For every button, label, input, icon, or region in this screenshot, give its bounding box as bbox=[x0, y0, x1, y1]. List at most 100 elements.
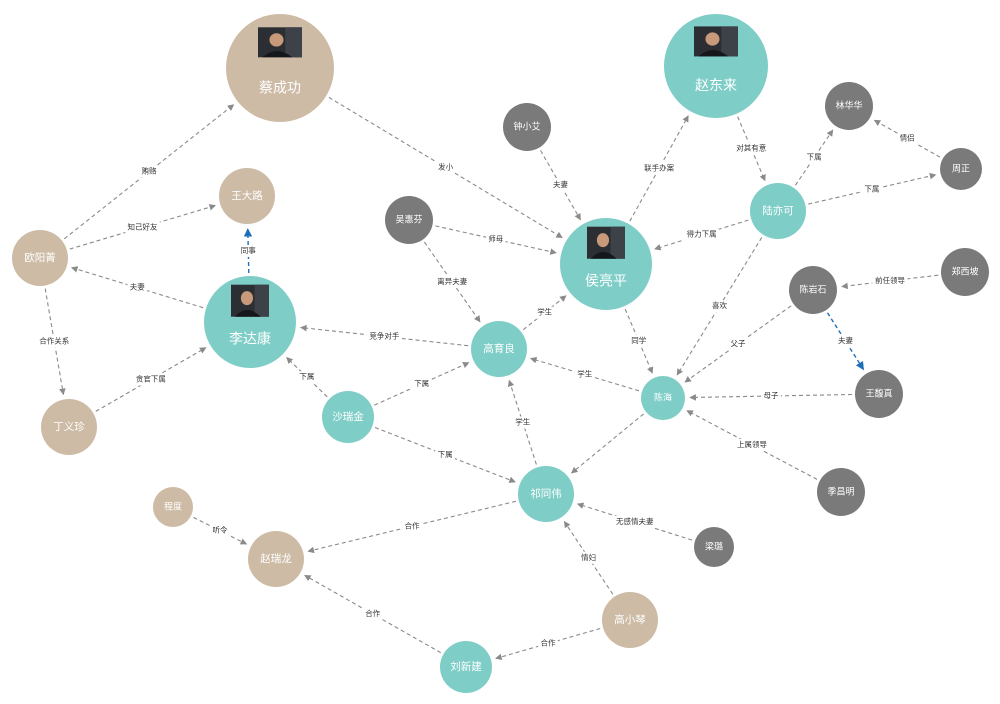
node-circle[interactable] bbox=[825, 82, 873, 130]
edge-label-bg bbox=[684, 228, 720, 241]
node-circle[interactable] bbox=[226, 14, 334, 122]
edge-houliangping-chenhai[interactable] bbox=[624, 308, 654, 374]
node-zhengxipo[interactable]: 郑西坡 bbox=[941, 248, 989, 296]
edge-label: 父子 bbox=[731, 339, 746, 348]
edge-liangjing-qitongwei[interactable] bbox=[576, 502, 693, 541]
edge-zhaodonglai-luyike[interactable] bbox=[737, 116, 766, 182]
edge-label: 合作关系 bbox=[39, 336, 69, 346]
node-liangjing[interactable]: 梁璐 bbox=[694, 527, 734, 567]
node-shaduijin[interactable]: 沙瑞金 bbox=[322, 391, 374, 443]
portrait-photo-icon bbox=[587, 226, 625, 259]
node-circle[interactable] bbox=[941, 248, 989, 296]
edge-label: 对其有意 bbox=[736, 143, 766, 153]
node-chengdu[interactable]: 程度 bbox=[153, 487, 193, 527]
edge-label-bg bbox=[641, 162, 677, 175]
edge-label-bg bbox=[36, 335, 72, 348]
edge-label: 母子 bbox=[764, 391, 779, 400]
edge-lidakang-ouyangjing[interactable] bbox=[70, 266, 204, 309]
node-label: 陈岩石 bbox=[799, 284, 826, 296]
node-luyike[interactable]: 陆亦可 bbox=[750, 183, 806, 239]
node-gaoyuliang[interactable]: 高育良 bbox=[471, 321, 527, 377]
node-label: 沙瑞金 bbox=[332, 410, 364, 423]
node-zhaorulong[interactable]: 赵瑞龙 bbox=[248, 531, 304, 587]
node-label: 程度 bbox=[164, 501, 182, 513]
node-jichangming[interactable]: 季昌明 bbox=[817, 468, 865, 516]
node-zhaodonglai[interactable]: 赵东来 bbox=[664, 14, 768, 118]
edge-label-bg bbox=[728, 338, 748, 350]
edge-chenhai-qitongwei[interactable] bbox=[570, 413, 645, 474]
edge-label-bg bbox=[133, 373, 169, 386]
node-wangfuzhen[interactable]: 王馥真 bbox=[855, 370, 903, 418]
node-circle[interactable] bbox=[219, 168, 275, 224]
node-circle[interactable] bbox=[789, 266, 837, 314]
node-zhouzheng[interactable]: 周正 bbox=[940, 148, 982, 190]
node-circle[interactable] bbox=[385, 196, 433, 244]
edge-label: 听令 bbox=[213, 525, 228, 535]
node-lidakang[interactable]: 李达康 bbox=[204, 276, 296, 368]
edge-label-bg bbox=[534, 306, 555, 319]
edge-label: 同事 bbox=[241, 245, 256, 255]
node-dingyizhen[interactable]: 丁义珍 bbox=[41, 399, 97, 455]
edge-houliangping-zhaodonglai[interactable] bbox=[629, 115, 689, 222]
node-circle[interactable] bbox=[641, 376, 685, 420]
node-circle[interactable] bbox=[694, 527, 734, 567]
node-circle[interactable] bbox=[153, 487, 193, 527]
node-circle[interactable] bbox=[204, 276, 296, 368]
edge-label: 前任领导 bbox=[875, 275, 905, 285]
edge-zhengxipo-chenyanshi[interactable] bbox=[841, 274, 939, 290]
edge-label: 联手办案 bbox=[644, 163, 674, 173]
node-chenhai[interactable]: 陈海 bbox=[641, 376, 685, 420]
edge-label: 竞争对手 bbox=[369, 331, 399, 341]
node-wangdalu[interactable]: 王大路 bbox=[219, 168, 275, 224]
node-label: 刘新建 bbox=[450, 660, 482, 673]
node-circle[interactable] bbox=[817, 468, 865, 516]
edge-label-bg bbox=[362, 608, 383, 620]
node-circle[interactable] bbox=[248, 531, 304, 587]
node-liuxinjian[interactable]: 刘新建 bbox=[440, 641, 492, 693]
node-label: 赵东来 bbox=[695, 78, 737, 94]
node-circle[interactable] bbox=[518, 466, 574, 522]
node-circle[interactable] bbox=[440, 641, 492, 693]
node-label: 季昌明 bbox=[827, 486, 854, 498]
edge-label-bg bbox=[761, 390, 781, 402]
edge-zhongxiaoai-houliangping[interactable] bbox=[540, 150, 581, 221]
node-chenyanshi[interactable]: 陈岩石 bbox=[789, 266, 837, 314]
edge-ouyangjing-wangdalu[interactable] bbox=[69, 204, 217, 250]
node-linhuahua[interactable]: 林华华 bbox=[825, 82, 873, 130]
node-circle[interactable] bbox=[940, 148, 982, 190]
edge-ouyangjing-dingyizhen[interactable] bbox=[44, 288, 66, 396]
node-houliangping[interactable]: 侯亮平 bbox=[560, 218, 652, 310]
node-circle[interactable] bbox=[12, 230, 68, 286]
node-circle[interactable] bbox=[41, 399, 97, 455]
edge-label: 贿赂 bbox=[142, 166, 157, 176]
node-wuhuifen[interactable]: 吴惠芬 bbox=[385, 196, 433, 244]
node-circle[interactable] bbox=[602, 592, 658, 648]
edge-label: 合作 bbox=[365, 608, 380, 618]
node-label: 李达康 bbox=[229, 331, 271, 348]
edge-wangfuzhen-chenhai[interactable] bbox=[689, 393, 853, 401]
edge-label: 夫妻 bbox=[838, 335, 853, 345]
node-zhongxiaoai[interactable]: 钟小艾 bbox=[503, 103, 551, 151]
node-circle[interactable] bbox=[503, 103, 551, 151]
edge-gaoyuliang-houliangping[interactable] bbox=[522, 295, 567, 331]
node-qitongwei[interactable]: 祁同伟 bbox=[518, 466, 574, 522]
node-ouyangjing[interactable]: 欧阳菁 bbox=[12, 230, 68, 286]
edge-label: 情妇 bbox=[581, 552, 596, 562]
edge-label: 下属 bbox=[414, 379, 429, 388]
edge-label: 知己好友 bbox=[128, 221, 158, 231]
edge-wuhuifen-gaoyuliang[interactable] bbox=[423, 241, 481, 323]
node-caichenggong[interactable]: 蔡成功 bbox=[226, 14, 334, 122]
node-circle[interactable] bbox=[471, 321, 527, 377]
edge-label: 合作 bbox=[541, 638, 556, 648]
node-label: 陆亦可 bbox=[762, 204, 794, 217]
node-circle[interactable] bbox=[750, 183, 806, 239]
node-circle[interactable] bbox=[855, 370, 903, 418]
node-circle[interactable] bbox=[322, 391, 374, 443]
edge-label-bg bbox=[124, 221, 161, 234]
edge-label: 师母 bbox=[488, 233, 503, 243]
node-circle[interactable] bbox=[560, 218, 652, 310]
node-circle[interactable] bbox=[664, 14, 768, 118]
node-gaoxiaoqin[interactable]: 高小琴 bbox=[602, 592, 658, 648]
